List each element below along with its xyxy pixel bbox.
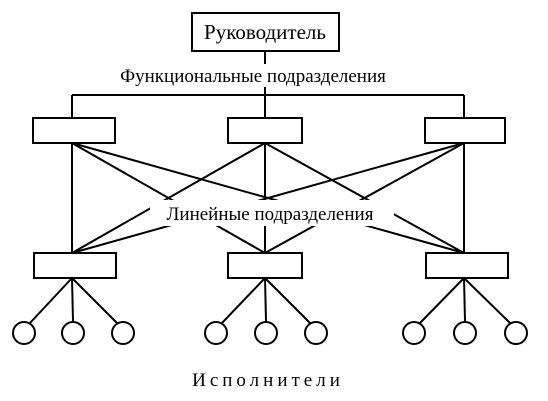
executor-circle (304, 321, 328, 345)
head-box (191, 12, 340, 52)
executor-circle (204, 321, 228, 345)
linear-label-background (150, 200, 394, 226)
functional-label: Функциональные подразделения (120, 66, 386, 87)
executor-link (463, 277, 466, 322)
executor-link (264, 277, 311, 324)
link-f3-l2 (264, 142, 465, 254)
executors-label: Исполнители (192, 370, 344, 391)
executor-circle (111, 321, 135, 345)
head-label: Руководитель (204, 20, 326, 44)
link-f2-l1 (71, 142, 266, 254)
executor-link (264, 277, 267, 322)
functional-unit-box-right (424, 117, 506, 144)
link-f3-l1 (71, 142, 465, 254)
executor-link (71, 277, 74, 322)
executor-circle (402, 321, 426, 345)
executor-circle (453, 321, 477, 345)
executor-link (463, 277, 511, 324)
executor-circle (12, 321, 36, 345)
executor-circle (254, 321, 278, 345)
executor-link (29, 277, 73, 324)
linear-unit-box-left (33, 252, 117, 279)
executor-circle (504, 321, 528, 345)
executor-link (221, 277, 266, 324)
linear-unit-box-right (425, 252, 509, 279)
executor-link (71, 277, 118, 324)
linear-label: Линейные подразделения (167, 204, 374, 225)
functional-unit-box-left (32, 117, 116, 144)
executor-circle (61, 321, 85, 345)
functional-unit-box-center (227, 117, 303, 144)
linear-unit-box-center (227, 252, 303, 279)
executor-link (419, 277, 465, 324)
